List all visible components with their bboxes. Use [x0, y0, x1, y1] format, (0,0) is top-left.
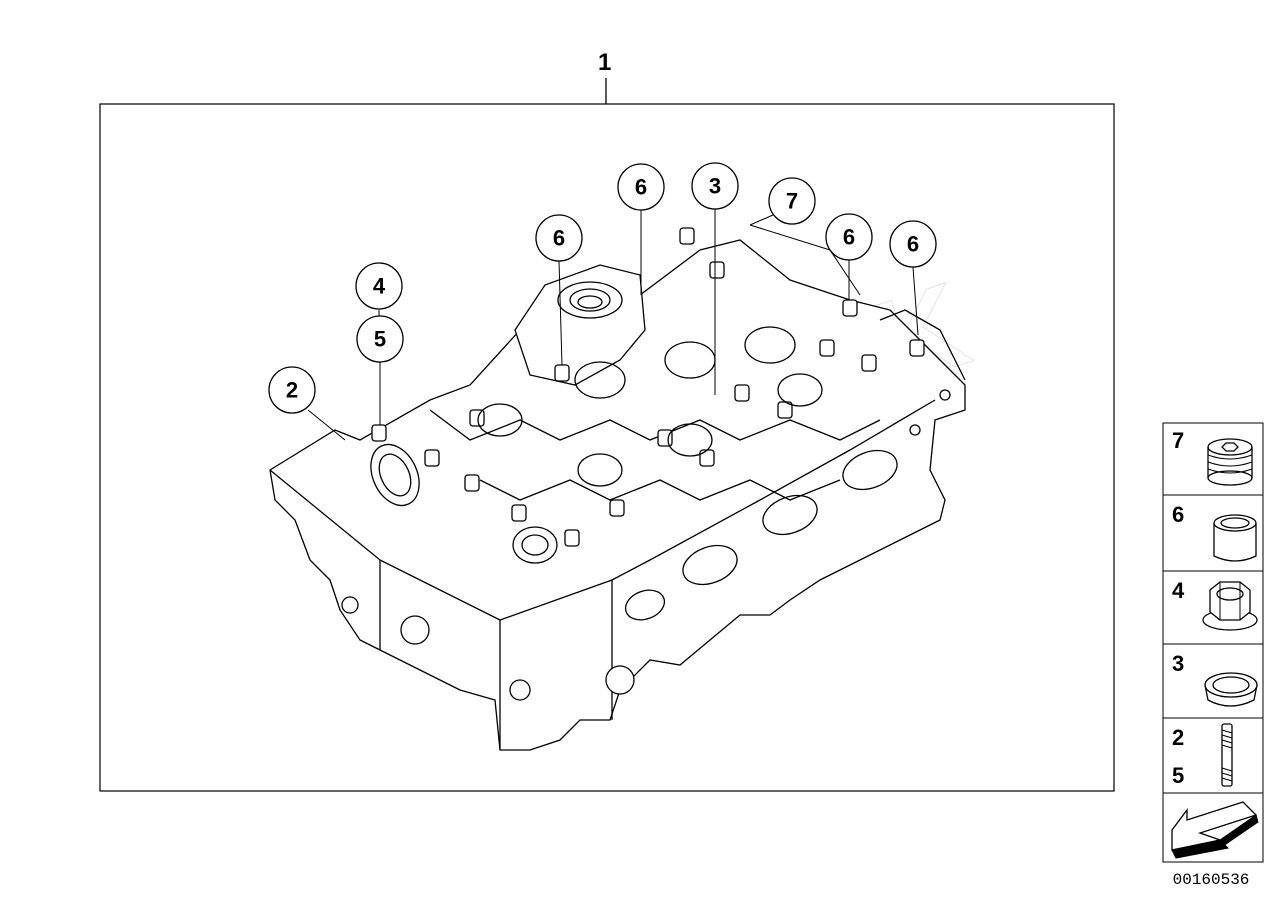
legend-row-2-5[interactable]: 2 5 [1162, 717, 1264, 794]
svg-text:5: 5 [1172, 763, 1184, 788]
callout-7: 7 [768, 177, 816, 225]
svg-text:5: 5 [374, 327, 386, 352]
svg-text:6: 6 [553, 226, 565, 251]
assembly-frame [99, 103, 1115, 792]
callout-3: 3 [691, 162, 739, 210]
callout-4: 4 [355, 262, 403, 310]
callout-6-a: 6 [617, 163, 665, 211]
svg-text:6: 6 [907, 232, 919, 257]
callout-6-c: 6 [889, 220, 937, 268]
svg-text:4: 4 [373, 274, 386, 299]
legend-row-3[interactable]: 3 [1162, 643, 1264, 719]
diagram-part-number: 00160536 [1173, 871, 1250, 889]
navigation-arrow-icon [1171, 801, 1259, 859]
svg-text:6: 6 [1172, 502, 1184, 527]
main-assembly-label: 1 [598, 49, 611, 76]
svg-text:2: 2 [286, 378, 298, 403]
stud-bolt-icon [1221, 723, 1233, 787]
callout-6-b: 6 [825, 213, 873, 261]
svg-text:7: 7 [1172, 428, 1184, 453]
cylinder-head-drawing [269, 227, 966, 751]
legend-row-4[interactable]: 4 [1162, 570, 1264, 645]
svg-text:6: 6 [635, 175, 647, 200]
hex-nut-icon [1202, 581, 1258, 631]
svg-text:7: 7 [786, 189, 798, 214]
svg-text:3: 3 [709, 174, 721, 199]
svg-text:6: 6 [843, 225, 855, 250]
legend-row-arrow[interactable] [1162, 792, 1264, 863]
svg-text:3: 3 [1172, 651, 1184, 676]
dowel-sleeve-icon [1213, 514, 1257, 562]
threaded-plug-icon [1207, 438, 1253, 486]
callout-2: 2 [268, 366, 316, 414]
svg-text:4: 4 [1172, 578, 1185, 603]
legend-row-6[interactable]: 6 [1162, 494, 1264, 572]
sealing-ring-icon [1204, 672, 1258, 707]
svg-text:2: 2 [1172, 725, 1184, 750]
legend-row-7[interactable]: 7 [1162, 422, 1264, 496]
callout-5: 5 [356, 315, 404, 363]
leader-lines [307, 209, 919, 441]
parts-legend: 7 6 4 [1162, 422, 1264, 863]
callout-6-d: 6 [535, 214, 583, 262]
